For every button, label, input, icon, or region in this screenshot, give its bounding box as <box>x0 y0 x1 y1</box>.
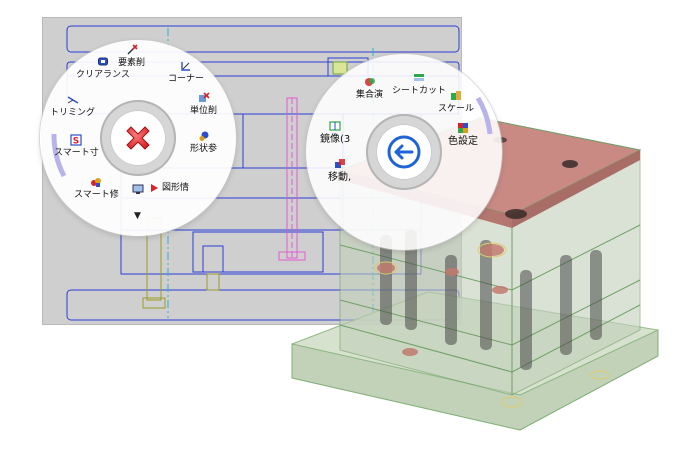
set-operation-icon <box>364 76 376 88</box>
menu-item-sheet-cut[interactable]: シートカット <box>392 72 446 97</box>
menu-item-label: クリアランス <box>76 70 130 80</box>
more-items-indicator[interactable]: ▼ <box>134 211 141 221</box>
trimming-icon <box>67 94 79 106</box>
smart-repair-icon <box>90 176 102 188</box>
svg-text:S: S <box>73 137 79 147</box>
menu-item-screen-display[interactable] <box>132 183 144 195</box>
menu-item-shape-reference[interactable]: 形状参 <box>190 130 217 155</box>
clearance-icon <box>97 56 109 68</box>
menu-item-label: 集合演 <box>356 90 384 100</box>
menu-item-clearance[interactable]: クリアランス <box>76 56 130 81</box>
menu-item-corner[interactable]: コーナー <box>168 60 204 85</box>
back-button[interactable] <box>386 134 422 170</box>
menu-item-set-operation[interactable]: 集合演 <box>356 76 383 101</box>
menu-item-label: 鏡像(3 <box>320 134 351 145</box>
menu-item-label: トリミング <box>50 108 96 118</box>
mirror-icon <box>329 120 341 132</box>
close-menu-button[interactable] <box>120 120 156 156</box>
delete-element-icon <box>126 44 138 56</box>
menu-item-label: 図形情 <box>162 182 190 193</box>
close-icon <box>126 126 150 150</box>
shape-info-icon <box>148 182 160 194</box>
menu-item-smart-repair[interactable]: スマート修 <box>74 176 119 201</box>
menu-item-scale[interactable]: スケール <box>438 90 474 115</box>
scale-icon <box>450 90 462 102</box>
menu-item-smart-dimension[interactable]: S スマート寸 <box>54 134 99 159</box>
color-setting-icon <box>457 122 469 134</box>
menu-item-label: スマート寸 <box>54 148 99 158</box>
menu-item-trimming[interactable]: トリミング <box>50 94 95 119</box>
shape-reference-icon <box>198 130 210 142</box>
menu-item-label: スマート修 <box>74 190 119 200</box>
screen-display-icon <box>132 183 144 195</box>
back-arrow-icon <box>387 135 421 169</box>
move-icon <box>334 158 346 170</box>
menu-item-delete-element[interactable]: 要素削 <box>118 44 145 69</box>
sheet-cut-icon <box>413 72 425 84</box>
left-radial-menu: クリアランス 要素削 コーナー 単位削 形状参 <box>40 40 236 236</box>
menu-item-label: 移動, <box>328 172 352 183</box>
delete-unit-icon <box>198 92 210 104</box>
menu-item-label: スケール <box>438 104 475 114</box>
menu-item-label: シートカット <box>392 86 447 96</box>
menu-item-color-setting[interactable]: 色設定 <box>448 122 478 147</box>
menu-item-label: コーナー <box>168 74 205 84</box>
menu-item-label: 色設定 <box>448 136 478 147</box>
menu-item-label: 単位削 <box>190 106 218 116</box>
corner-icon <box>180 60 192 72</box>
menu-item-delete-unit[interactable]: 単位削 <box>190 92 217 117</box>
menu-item-mirror[interactable]: 鏡像(3 <box>320 120 350 145</box>
right-radial-menu: 集合演 シートカット スケール 色設定 鏡像(3 <box>306 54 502 250</box>
menu-item-move[interactable]: 移動, <box>328 158 351 183</box>
menu-item-label: 形状参 <box>190 144 218 154</box>
menu-item-label: 要素削 <box>118 58 146 68</box>
menu-item-shape-info[interactable]: 図形情 <box>148 182 189 194</box>
smart-dimension-icon: S <box>70 134 82 146</box>
